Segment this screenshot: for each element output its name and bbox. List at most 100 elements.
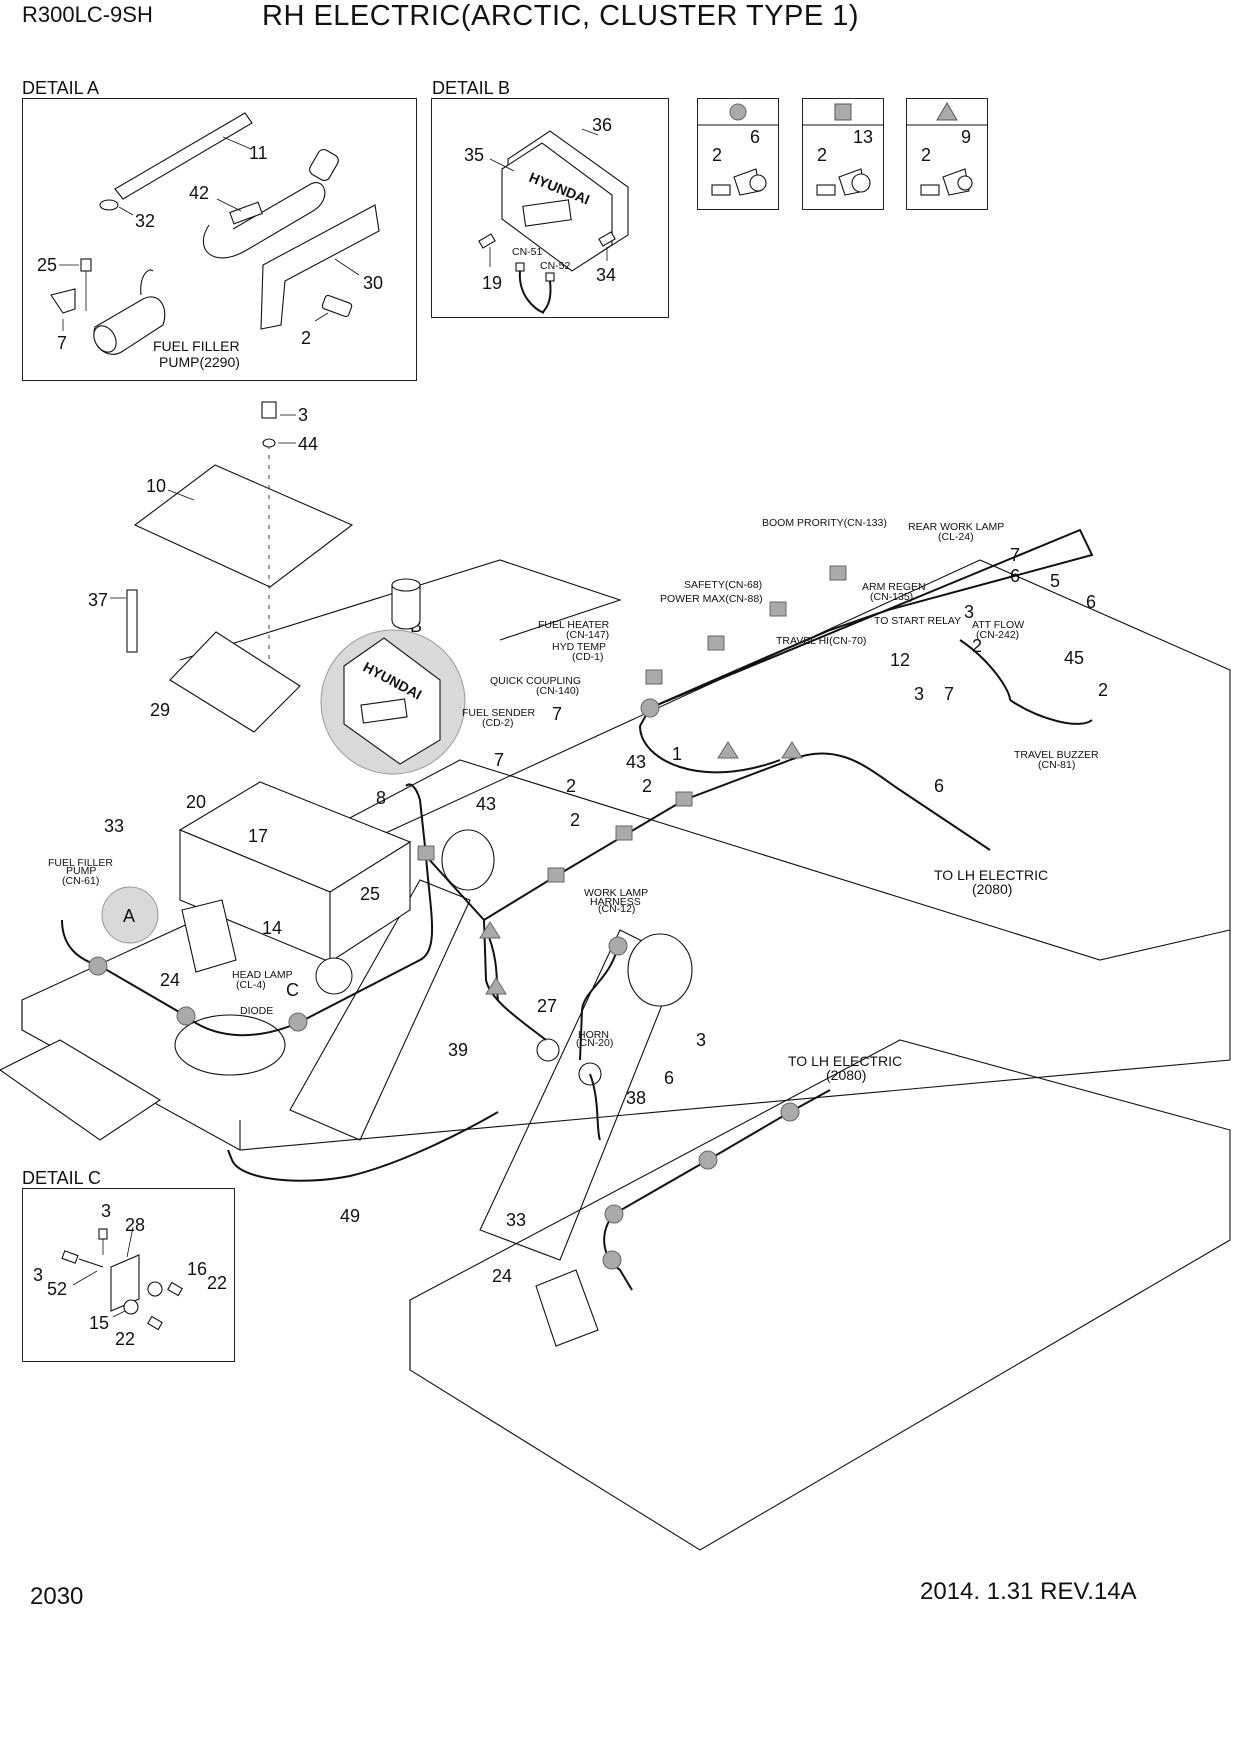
connector-cn52: CN-52 [540,260,571,272]
callout-36: 36 [592,115,612,135]
label-head-lamp-code: (CL-4) [236,979,266,991]
callout-32: 32 [135,211,155,231]
legend-triangle-num-2: 9 [961,127,971,147]
bolt-3-top [261,401,277,419]
callout-33a: 33 [104,816,124,836]
label-rear-work-lamp-code: (CL-24) [938,531,974,543]
label-to-lh-electric-1: TO LH ELECTRIC [934,867,1048,883]
bolt-part [321,294,353,318]
step-plate-part [0,1039,162,1141]
legend-square-num-1: 2 [817,145,827,165]
callout-12: 12 [890,650,910,670]
callout-42: 42 [189,183,209,203]
head-lamp-part [181,899,237,973]
callout-main-7d: 7 [494,750,504,770]
callout-7-a: 7 [57,333,67,353]
callout-24b: 24 [492,1266,512,1286]
label-travel-buzzer: TRAVEL BUZZER [1014,749,1099,761]
callout-main-2a: 2 [972,636,982,656]
label-work-lamp-harness-2: HARNESS [590,896,641,908]
legend-square: 2 13 [802,98,884,210]
page-title: RH ELECTRIC(ARCTIC, CLUSTER TYPE 1) [262,0,860,32]
label-fuel-heater: FUEL HEATER [538,619,610,631]
legend-circle-num-2: 6 [750,127,760,147]
hose-part [202,182,326,259]
hose-strap-part [229,201,263,225]
callout-main-3c: 3 [914,684,924,704]
bracket-part [260,204,380,330]
page-number: 2030 [30,1583,84,1610]
revision-date: 2014. 1.31 REV.14A [920,1578,1137,1605]
callout-16: 16 [187,1259,207,1279]
callout-main-2c: 2 [566,776,576,796]
label-to-lh-electric-1-code: (2080) [972,881,1012,897]
label-horn: HORN [578,1029,609,1041]
detail-a-drawing: 11 32 42 30 2 25 7 FUEL FILLER PUMP(2290… [37,112,383,370]
label-work-lamp-harness: WORK LAMP [584,887,648,899]
display-part [522,199,572,227]
callout-43a: 43 [626,752,646,772]
fuel-filler-pump-label-1: FUEL FILLER [153,338,240,354]
callout-10: 10 [146,476,166,496]
callout-22-b: 22 [115,1329,135,1349]
callout-35: 35 [464,145,484,165]
callout-2-a: 2 [301,328,311,348]
square-marker-icon [834,103,852,121]
callout-main-2b: 2 [1098,680,1108,700]
legend-circle-num-1: 2 [712,145,722,165]
callout-45: 45 [1064,648,1084,668]
bracket-28-part [110,1254,140,1312]
main-assembly-drawing: HYUNDAI B A C BOOM PRORITY(CN-133) REAR … [0,401,1231,1551]
harness-upper [649,528,1094,709]
detail-b-drawing: HYUNDAI 36 35 19 34 CN-51 CN-52 [464,115,629,314]
callout-3-c2: 3 [33,1265,43,1285]
label-hyd-temp-code: (CD-1) [572,651,604,663]
callout-28: 28 [125,1215,145,1235]
detail-c-drawing: 28 3 3 52 16 22 15 22 [33,1201,227,1349]
callout-main-6a: 6 [1010,566,1020,586]
label-horn-code: (CN-20) [576,1037,613,1049]
callout-25: 25 [37,255,57,275]
callout-17: 17 [248,826,268,846]
legend-triangle: 2 9 [906,98,988,210]
label-hyd-temp: HYD TEMP [552,641,606,653]
callout-main-3b: 3 [964,602,974,622]
label-diode: DIODE [240,1005,273,1017]
detail-letter-a: A [123,906,135,926]
label-arm-regen: ARM REGEN [862,581,926,593]
detail-b-panel: HYUNDAI 36 35 19 34 CN-51 CN-52 [431,98,669,318]
label-power-max: POWER MAX(CN-88) [660,593,763,605]
label-work-lamp-harness-code: (CN-12) [598,903,635,915]
model-number: R300LC-9SH [22,2,153,27]
callout-37: 37 [88,590,108,610]
callout-3-c1: 3 [101,1201,111,1221]
label-fuel-filler-pump-2: PUMP [66,865,96,877]
callout-main-3d: 3 [696,1030,706,1050]
callout-29: 29 [150,700,170,720]
bracket-7-part [50,288,76,314]
label-start-relay: TO START RELAY [874,615,961,627]
callout-11: 11 [249,143,268,163]
legend-circle: 2 6 [697,98,779,210]
fuel-tank-opening-part [174,1014,286,1076]
callout-20: 20 [186,792,206,812]
label-safety: SAFETY(CN-68) [684,579,762,591]
callout-52: 52 [47,1279,67,1299]
label-fuel-sender-code: (CD-2) [482,717,514,729]
callout-main-6d: 6 [664,1068,674,1088]
label-fuel-filler-pump: FUEL FILLER [48,857,113,869]
label-quick-coupling-code: (CN-140) [536,685,579,697]
callout-15: 15 [89,1313,109,1333]
callout-24a: 24 [160,970,180,990]
label-fuel-filler-pump-code: (CN-61) [62,875,99,887]
callout-49: 49 [340,1206,360,1226]
callout-main-7a: 7 [1010,545,1020,565]
callout-5: 5 [1050,571,1060,591]
boom-pin-part [627,933,693,1007]
boom-foot-part [289,879,471,1141]
detail-c-label: DETAIL C [22,1168,102,1188]
detail-a-label: DETAIL A [22,78,100,98]
detail-letter-c: C [286,980,299,1000]
callout-34: 34 [596,265,616,285]
callout-19: 19 [482,273,502,293]
